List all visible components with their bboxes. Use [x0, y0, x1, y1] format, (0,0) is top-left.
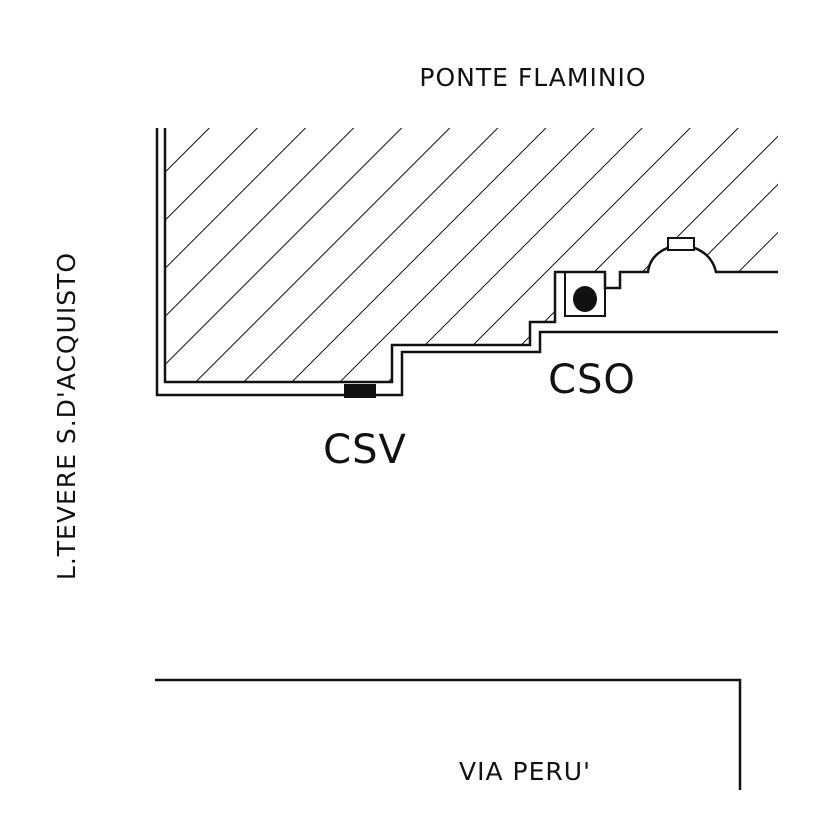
sensor-csv-marker [344, 384, 376, 398]
south-block-outline [155, 678, 742, 790]
building-inner-outline [163, 128, 778, 384]
label-west-street: L.TEVERE S.D'ACQUISTO [52, 252, 81, 580]
building-block [163, 128, 778, 384]
label-north-street: PONTE FLAMINIO [419, 63, 646, 92]
arch-window [667, 237, 695, 251]
label-south-street: VIA PERU' [459, 757, 591, 786]
label-sensor-cso: CSO [548, 357, 636, 403]
label-sensor-csv: CSV [323, 427, 407, 473]
cso-niche [564, 272, 606, 317]
building-hatch [165, 128, 778, 382]
sensor-cso-marker [573, 286, 597, 312]
sidewalk-outline [155, 128, 778, 397]
